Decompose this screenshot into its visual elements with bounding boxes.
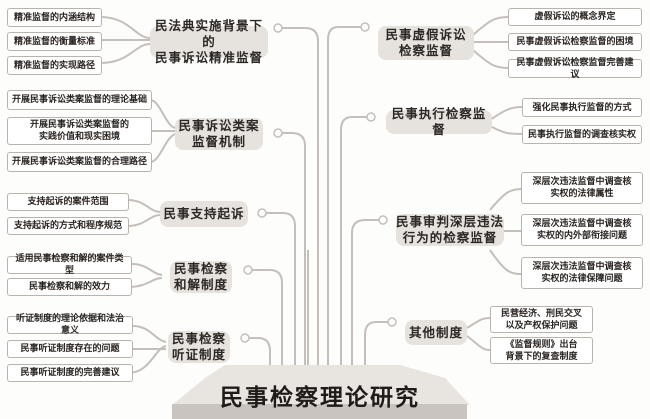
node-dot [240,333,250,343]
trunk-line-1 [278,27,319,390]
leaf-item[interactable]: 开展民事诉讼类案监督的合理路径 [7,152,152,172]
node-dot [378,215,388,225]
node-dot [273,23,283,33]
leaf-item[interactable]: 开展民事诉讼类案监督的理论基础 [7,90,152,110]
leaf-item[interactable]: 听证制度的理论依据和法治意义 [7,314,133,336]
leaf-item[interactable]: 民事检察和解的效力 [7,278,132,296]
leaf-item[interactable]: 深层次违法监督中调查核 实权的内外部衔接问题 [521,214,643,246]
topic-false-litigation[interactable]: 民事虚假诉讼 检察监督 [378,26,474,60]
leaf-item[interactable]: 深层次违法监督中调查核 实权的法律保障问题 [521,257,643,289]
title-base-bar [172,404,467,419]
trunk-line-9 [245,337,271,390]
leaf-item[interactable]: 精准监督的衡量标准 [7,32,102,51]
leaf-item[interactable]: 支持起诉的方式和程序规范 [7,217,129,235]
leaf-item[interactable]: 开展民事诉讼类案监督的 实践价值和现实困境 [7,117,152,145]
leaf-item[interactable]: 深层次违法监督中调查核 实权的法律属性 [521,172,643,204]
trunk-line-8 [364,321,392,390]
trunk-line-2 [327,26,365,390]
trunk-line-6 [351,219,383,390]
leaf-item[interactable]: 民事执行监督的调查核实权 [522,125,642,144]
leaf-item[interactable]: 民事虚假诉讼检察监督完善建议 [508,58,642,80]
node-dot [273,128,283,138]
node-dot [366,112,376,122]
node-dot [387,317,397,327]
node-dot [360,22,370,32]
leaf-item[interactable]: 民事听证制度存在的问题 [7,340,133,358]
topic-other-systems[interactable]: 其他制度 [405,320,467,345]
central-title: 民事检察理论研究 [220,384,420,411]
node-dot [243,265,253,275]
leaf-item[interactable]: 精准监督的内涵结构 [7,8,102,27]
topic-enforcement-supervision[interactable]: 民事执行检察监督 [386,106,492,137]
title-plinth [172,365,470,405]
trunk-line-7 [248,269,283,390]
leaf-item[interactable]: 民营经济、刑民交叉 以及产权保护问题 [490,306,593,333]
topic-deep-violation-supervision[interactable]: 民事审判深层违法 行为的检察监督 [396,214,505,246]
leaf-item[interactable]: 民事虚假诉讼检察监督的困境 [508,33,642,51]
node-dot [257,208,267,218]
leaf-item[interactable]: 精准监督的实现路径 [7,56,102,75]
topic-civil-code-precise-supervision[interactable]: 民法典实施背景下的 民事诉讼精准监督 [150,18,268,65]
leaf-item[interactable]: 虚假诉讼的概念界定 [508,8,642,26]
leaf-item[interactable]: 支持起诉的案件范围 [7,193,129,211]
topic-support-prosecution[interactable]: 民事支持起诉 [160,201,248,227]
trunk-line-3 [278,132,306,390]
topic-class-case-supervision[interactable]: 民事诉讼类案 监督机制 [175,118,263,150]
leaf-item[interactable]: 适用民事检察和解的案件类型 [7,254,132,276]
leaf-item[interactable]: 民事听证制度的完善建议 [7,364,133,382]
leaf-item[interactable]: 《监督规则》出台 背景下的复查制度 [490,337,593,364]
leaf-item[interactable]: 强化民事执行监督的方式 [522,98,642,117]
trunk-line-5 [262,212,296,390]
trunk-line-4 [340,116,371,390]
topic-hearing-system[interactable]: 民事检察 听证制度 [168,331,230,363]
topic-reconciliation-system[interactable]: 民事检察 和解制度 [170,261,232,293]
